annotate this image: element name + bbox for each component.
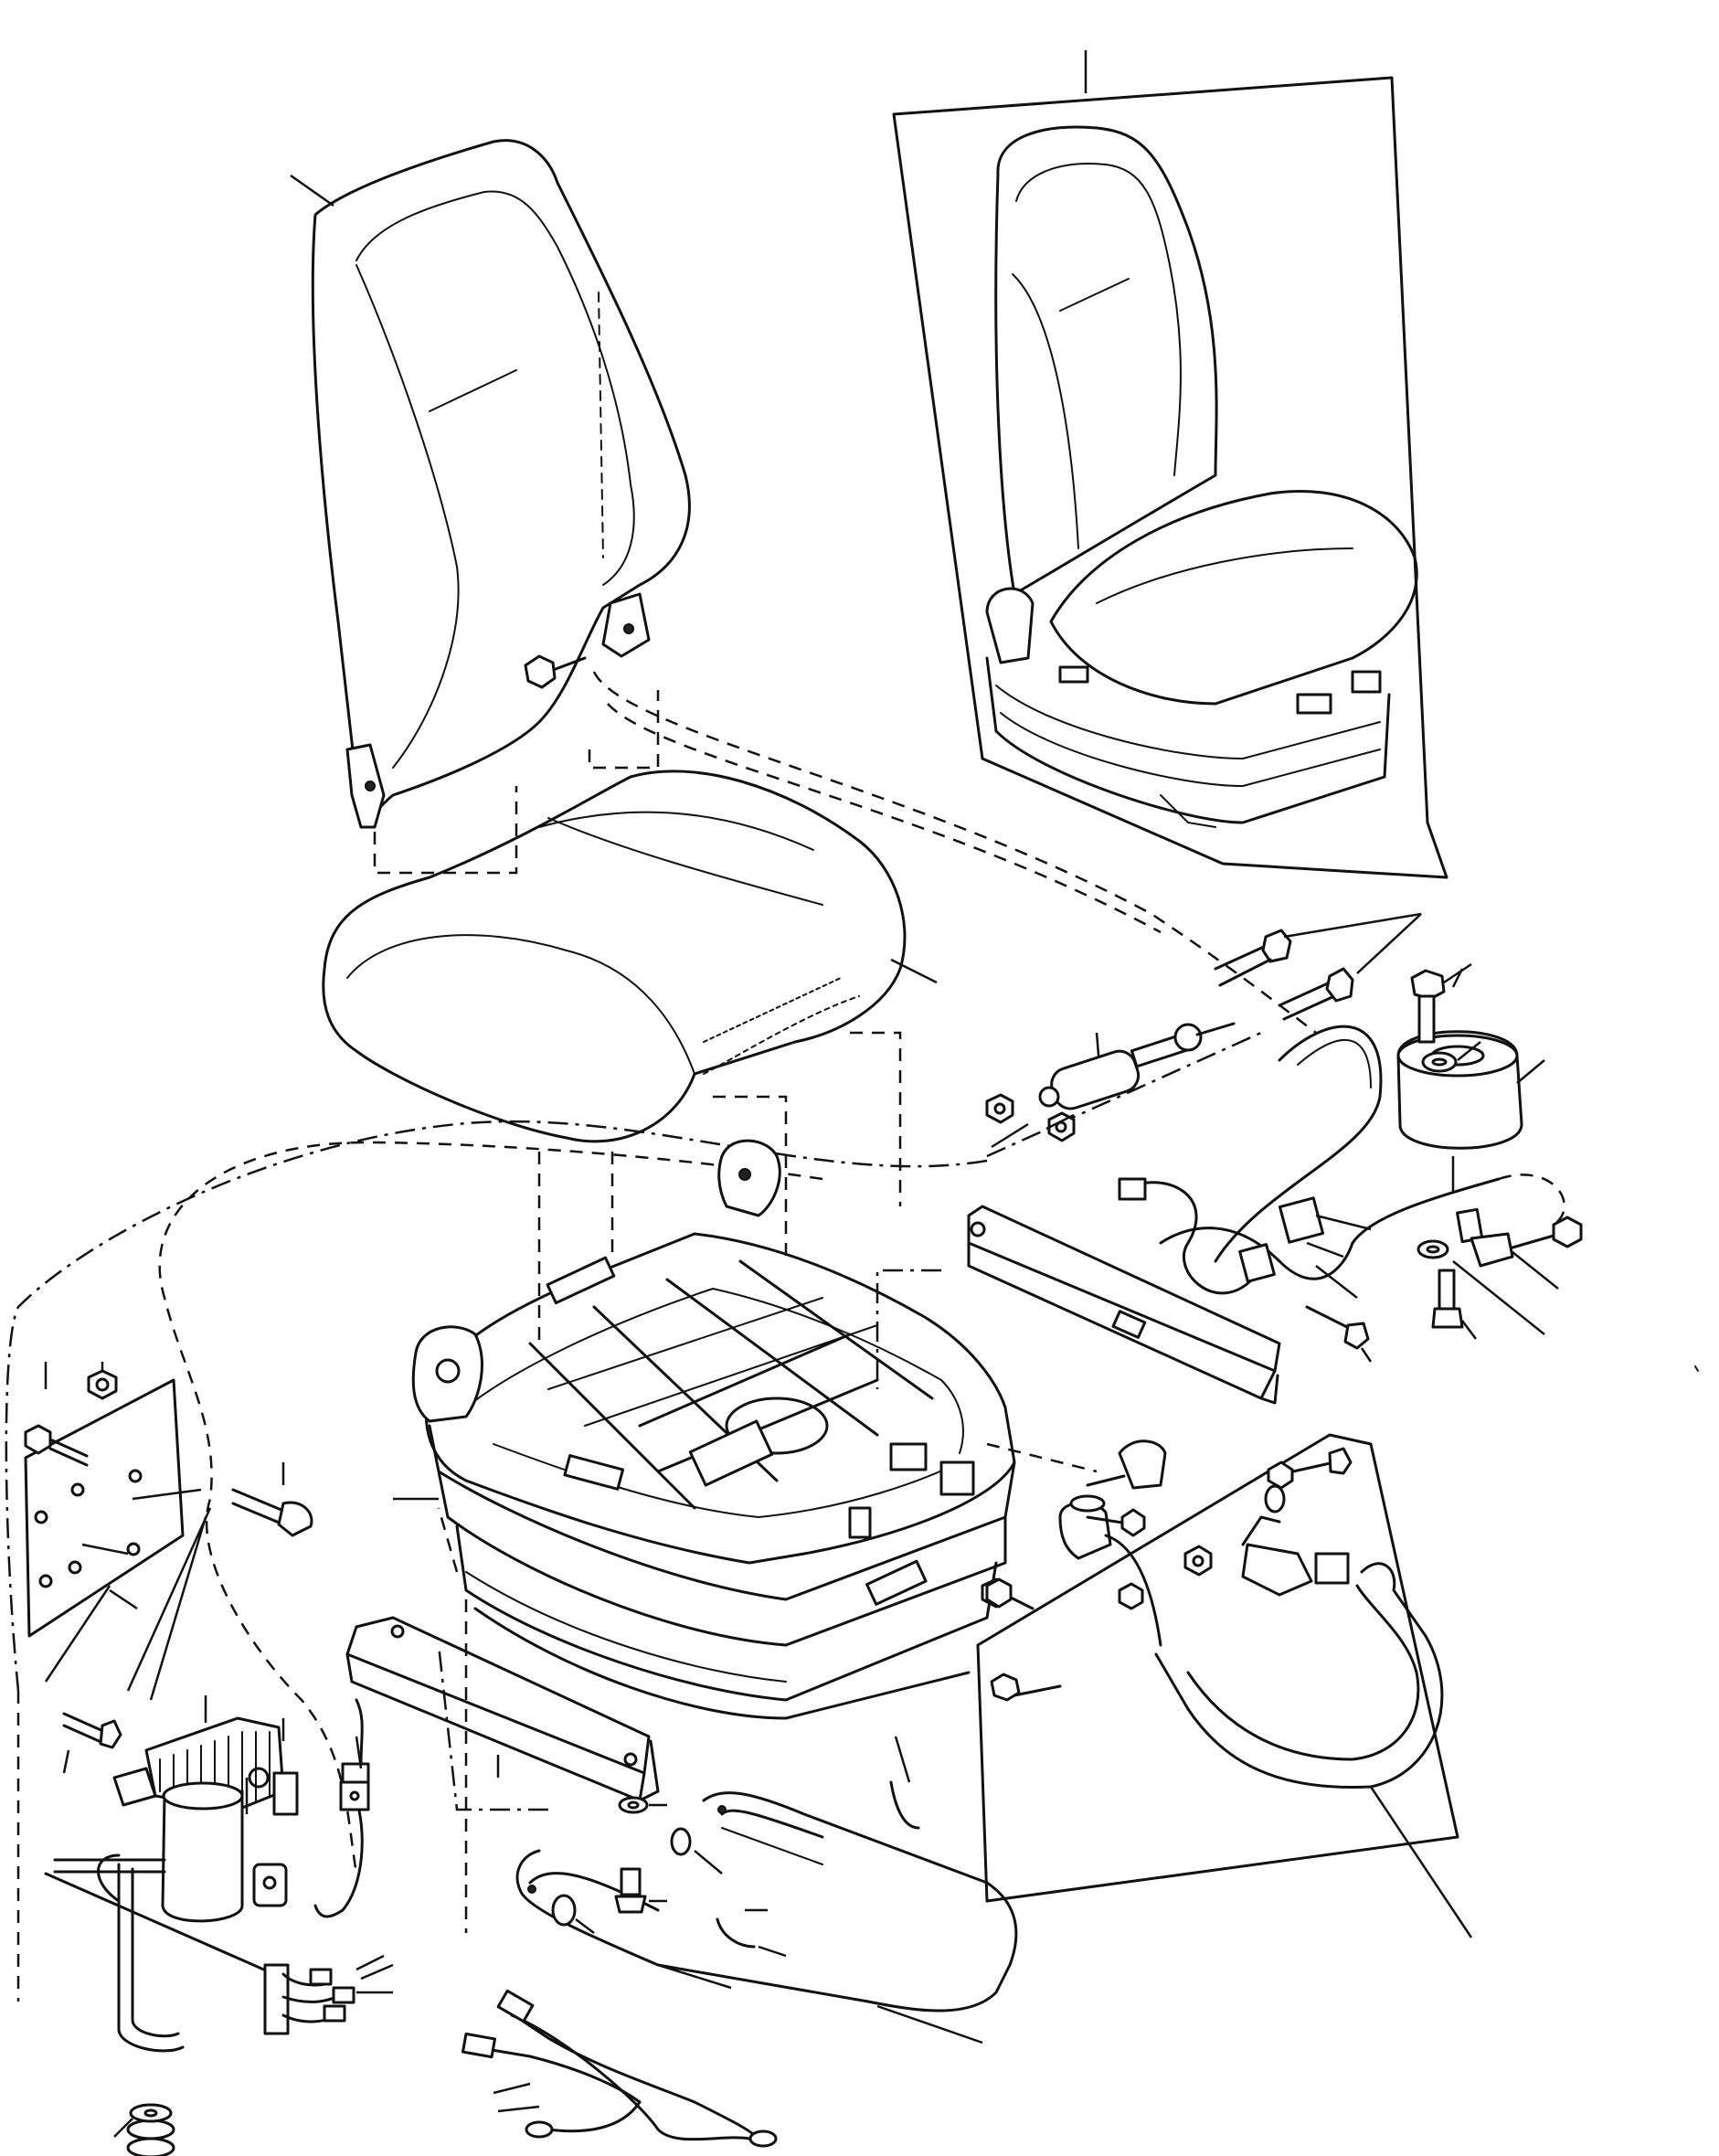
air-valve-hose [1118,1025,1565,1299]
cushion-leader [890,958,938,984]
belt-retractor [1058,1501,1112,1560]
plate-nut [87,1369,118,1400]
backrest-bolt [524,654,587,689]
mounting-plate [24,1362,202,1638]
clip-hooks [716,1780,920,1958]
compressor-bolt [62,1712,122,1774]
seat-cushion [322,770,938,1143]
top-bolt [1410,962,1472,1044]
inset-armrest [985,587,1035,664]
flat-washer [1421,1041,1481,1073]
stray-mark [1694,1365,1699,1372]
fittings-right [1417,1207,1583,1340]
adjuster-lever [515,1736,1018,2044]
inset-backrest [994,125,1218,596]
seat-belt-inset [976,1433,1473,1938]
inset-frame [892,76,1448,879]
side-bolt [231,1462,313,1537]
center-bolt [985,1577,1013,1609]
wiring-harness [281,1954,778,2148]
armrest-knob-left [411,1325,483,1423]
belt-buckle [1241,1543,1313,1597]
slide-rail-right [875,1205,1281,1405]
slide-rail-left [345,1616,660,1811]
backrest-leader [290,174,334,207]
shock-absorber [986,1022,1262,1158]
relay-connector [339,1736,370,1811]
backrest-outline [311,139,691,826]
suspension-frame [393,1139,1016,1720]
belt-bracket [986,1439,1167,1537]
cushion-outline [322,770,907,1143]
long-bolts [1214,912,1422,1021]
mount-bolts-right [1305,1305,1373,1363]
complete-seat-inset [892,50,1448,879]
air-compressor [44,1695,370,2053]
hex-nuts-upper [985,1093,1076,1149]
compressor-motor [161,1790,244,1923]
control-switch [889,1442,928,1471]
plate-leaders [44,1507,212,1701]
inset-lever [1058,665,1089,684]
air-valve-block [1278,1196,1325,1244]
seatbelt-frame [976,1433,1459,1903]
washers-bolts-lower [551,1796,768,1934]
rubber-pad [113,2103,175,2156]
backrest [290,139,691,829]
inset-cushion [1049,489,1418,706]
plate-bolt [24,1424,89,1467]
